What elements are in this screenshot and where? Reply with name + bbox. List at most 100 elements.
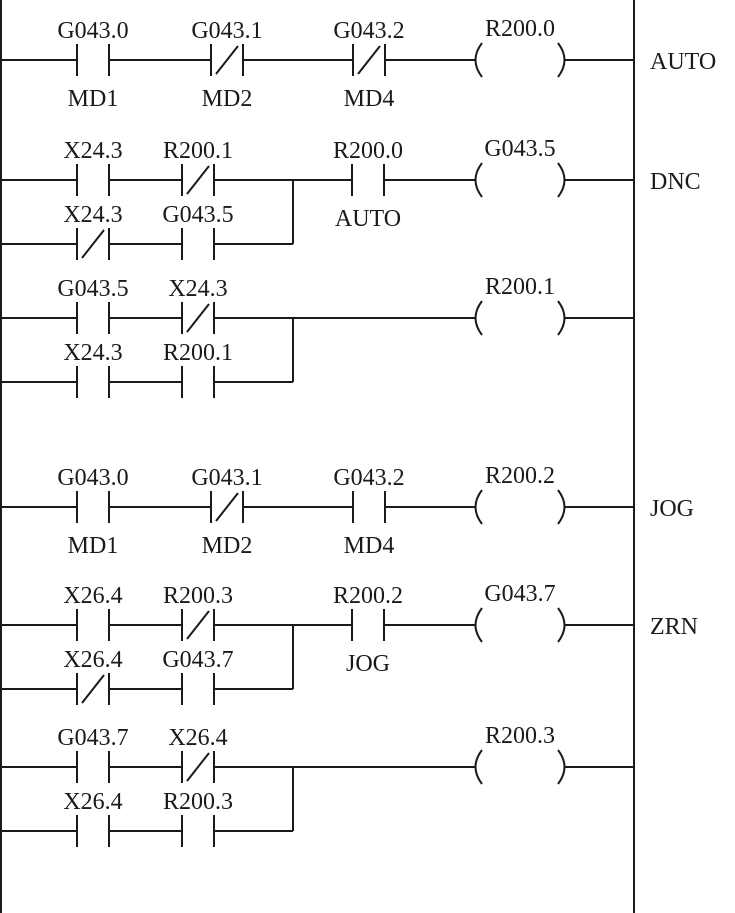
contact-symbol-label: MD2 [202,533,253,559]
contact-normally-closed: R200.1 [163,138,233,196]
contact-address-label: R200.3 [163,583,233,609]
contact-normally-open: X24.3 [63,138,123,196]
rung-function-label: AUTO [650,49,716,75]
contact-nc-slash [215,45,239,75]
coil-left-arc [474,489,483,525]
contact-address-label: X24.3 [168,276,227,302]
contact-address-label: R200.3 [163,789,233,815]
rung-function-label: ZRN [650,614,698,640]
contact-normally-open: R200.3 [163,789,233,847]
contact-normally-closed: X24.3 [63,202,123,260]
coil-right-arc [557,607,566,643]
contact-address-label: G043.5 [57,276,128,302]
rung-function-label: JOG [650,496,694,522]
output-coil: R200.2 [474,463,566,525]
contact-normally-open: G043.5 [57,276,129,334]
contact-address-label: G043.5 [162,202,233,228]
contact-address-label: X26.4 [63,583,122,609]
contact-address-label: G043.2 [333,18,404,44]
contact-address-label: G043.2 [333,465,404,491]
contact-symbol-label: MD4 [344,86,395,112]
output-coil: R200.3 [474,723,566,785]
contact-address-label: X26.4 [63,789,122,815]
coil-right-arc [557,749,566,785]
coil-left-arc [474,162,483,198]
contact-nc-slash [186,752,210,782]
contact-normally-open: X26.4 [63,789,123,847]
coil-address-label: R200.3 [485,723,555,749]
coil-left-arc [474,749,483,785]
coil-address-label: G043.7 [484,581,555,607]
contact-address-label: X24.3 [63,138,122,164]
coil-left-arc [474,42,483,78]
rung-function-label: DNC [650,169,701,195]
contact-symbol-label: MD1 [68,86,119,112]
contact-nc-slash [81,229,105,259]
contact-symbol-label: AUTO [335,206,401,232]
contact-address-label: X26.4 [168,725,227,751]
contact-normally-open: G043.5 [162,202,234,260]
coil-right-arc [557,42,566,78]
contact-address-label: G043.0 [57,18,128,44]
coil-left-arc [474,300,483,336]
contact-address-label: G043.1 [191,465,262,491]
contact-normally-open: X26.4 [63,583,123,641]
contact-address-label: R200.0 [333,138,403,164]
contact-normally-closed: R200.3 [163,583,233,641]
output-coil: G043.5 [474,136,566,198]
coil-right-arc [557,300,566,336]
contact-nc-slash [81,674,105,704]
coil-right-arc [557,162,566,198]
coil-address-label: R200.0 [485,16,555,42]
contact-symbol-label: MD2 [202,86,253,112]
contact-address-label: G043.7 [162,647,233,673]
coil-right-arc [557,489,566,525]
coil-address-label: G043.5 [484,136,555,162]
contact-address-label: G043.7 [57,725,128,751]
contact-normally-closed: X26.4 [63,647,123,705]
contact-symbol-label: JOG [346,651,390,677]
output-coil: G043.7 [474,581,566,643]
contact-address-label: G043.1 [191,18,262,44]
output-coil: R200.1 [474,274,566,336]
contact-symbol-label: MD4 [344,533,395,559]
contact-address-label: X26.4 [63,647,122,673]
contact-nc-slash [186,610,210,640]
contact-address-label: X24.3 [63,202,122,228]
coil-address-label: R200.2 [485,463,555,489]
contact-address-label: R200.1 [163,340,233,366]
coil-address-label: R200.1 [485,274,555,300]
contact-address-label: G043.0 [57,465,128,491]
contact-symbol-label: MD1 [68,533,119,559]
contact-normally-open: R200.1 [163,340,233,398]
coil-left-arc [474,607,483,643]
output-coil: R200.0 [474,16,566,78]
contact-normally-open: G043.7 [162,647,234,705]
contact-address-label: R200.1 [163,138,233,164]
contact-nc-slash [215,492,239,522]
rungs: G043.0MD1G043.1MD2G043.2MD4R200.0AUTOX24… [1,16,716,847]
contact-nc-slash [186,303,210,333]
contact-address-label: X24.3 [63,340,122,366]
contact-normally-closed: X26.4 [168,725,228,783]
contact-nc-slash [186,165,210,195]
contact-normally-open: X24.3 [63,340,123,398]
contact-normally-closed: X24.3 [168,276,228,334]
contact-normally-open: G043.7 [57,725,129,783]
contact-nc-slash [357,45,381,75]
